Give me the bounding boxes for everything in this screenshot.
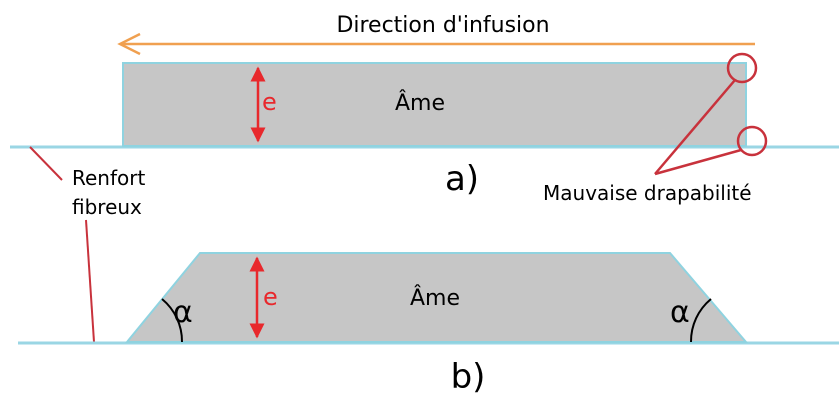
- angle-label-left: α: [173, 295, 193, 330]
- infusion-direction-title: Direction d'infusion: [336, 13, 549, 38]
- reinforcement-label-line1: Renfort: [72, 166, 145, 190]
- defect-circle-top: [726, 52, 758, 84]
- core-rectangular: [122, 62, 747, 147]
- core-label-b: Âme: [410, 285, 460, 311]
- angle-arc-left: [161, 298, 184, 343]
- thickness-label-a: e: [262, 88, 277, 116]
- core-chamfered: [124, 252, 749, 343]
- poor-drapability-markers: [654, 52, 768, 176]
- panel-b: e Âme α α b): [18, 252, 839, 394]
- core-label-a: Âme: [395, 90, 445, 116]
- defect-label: Mauvaise drapabilité: [543, 181, 752, 205]
- panel-a: e Âme a): [10, 62, 839, 199]
- defect-circle-bottom: [736, 125, 768, 157]
- thickness-label-b: e: [263, 283, 278, 311]
- reinforcement-label-line2: fibreux: [72, 195, 142, 219]
- caption-a: a): [445, 159, 479, 199]
- caption-b: b): [451, 357, 486, 394]
- reinforcement-leaders: [29, 146, 95, 343]
- angle-arc-right: [689, 298, 712, 343]
- infusion-direction-arrow: [117, 32, 755, 56]
- angle-label-right: α: [670, 295, 690, 330]
